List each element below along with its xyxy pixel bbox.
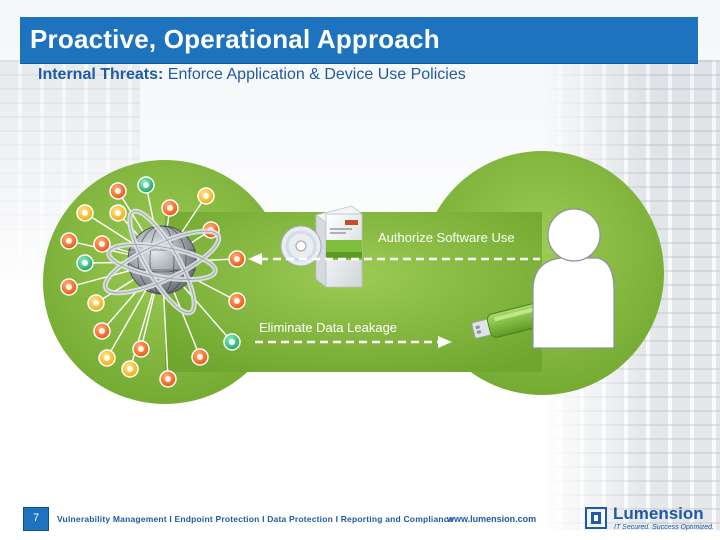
- usb-drive-icon: [471, 302, 546, 339]
- footer-tagline: Vulnerability Management I Endpoint Prot…: [57, 514, 454, 524]
- slide-title: Proactive, Operational Approach: [30, 24, 440, 54]
- data-leakage-label: Eliminate Data Leakage: [259, 320, 398, 335]
- page-number-box: 7: [23, 507, 49, 531]
- cd-icon: [280, 225, 322, 267]
- slide-subtitle: Internal Threats: Enforce Application & …: [38, 66, 466, 84]
- leakage-arrow: [255, 336, 452, 348]
- authorize-arrow: [248, 253, 540, 265]
- authorize-software-label: Authorize Software Use: [378, 230, 515, 245]
- brand-tagline: IT Secured. Success Optimized.: [614, 524, 714, 531]
- software-box-icon: [315, 205, 363, 288]
- user-icon: [532, 208, 615, 349]
- brand-name: Lumension: [613, 504, 704, 523]
- page-number: 7: [32, 512, 40, 524]
- footer-url[interactable]: www.lumension.com: [447, 514, 537, 524]
- globe-icon: [102, 208, 222, 316]
- subtitle-bold: Internal Threats:: [38, 66, 164, 83]
- lumension-logo-icon: [585, 507, 607, 529]
- subtitle-rest: Enforce Application & Device Use Policie…: [163, 66, 466, 83]
- title-bar: Proactive, Operational Approach: [20, 17, 698, 64]
